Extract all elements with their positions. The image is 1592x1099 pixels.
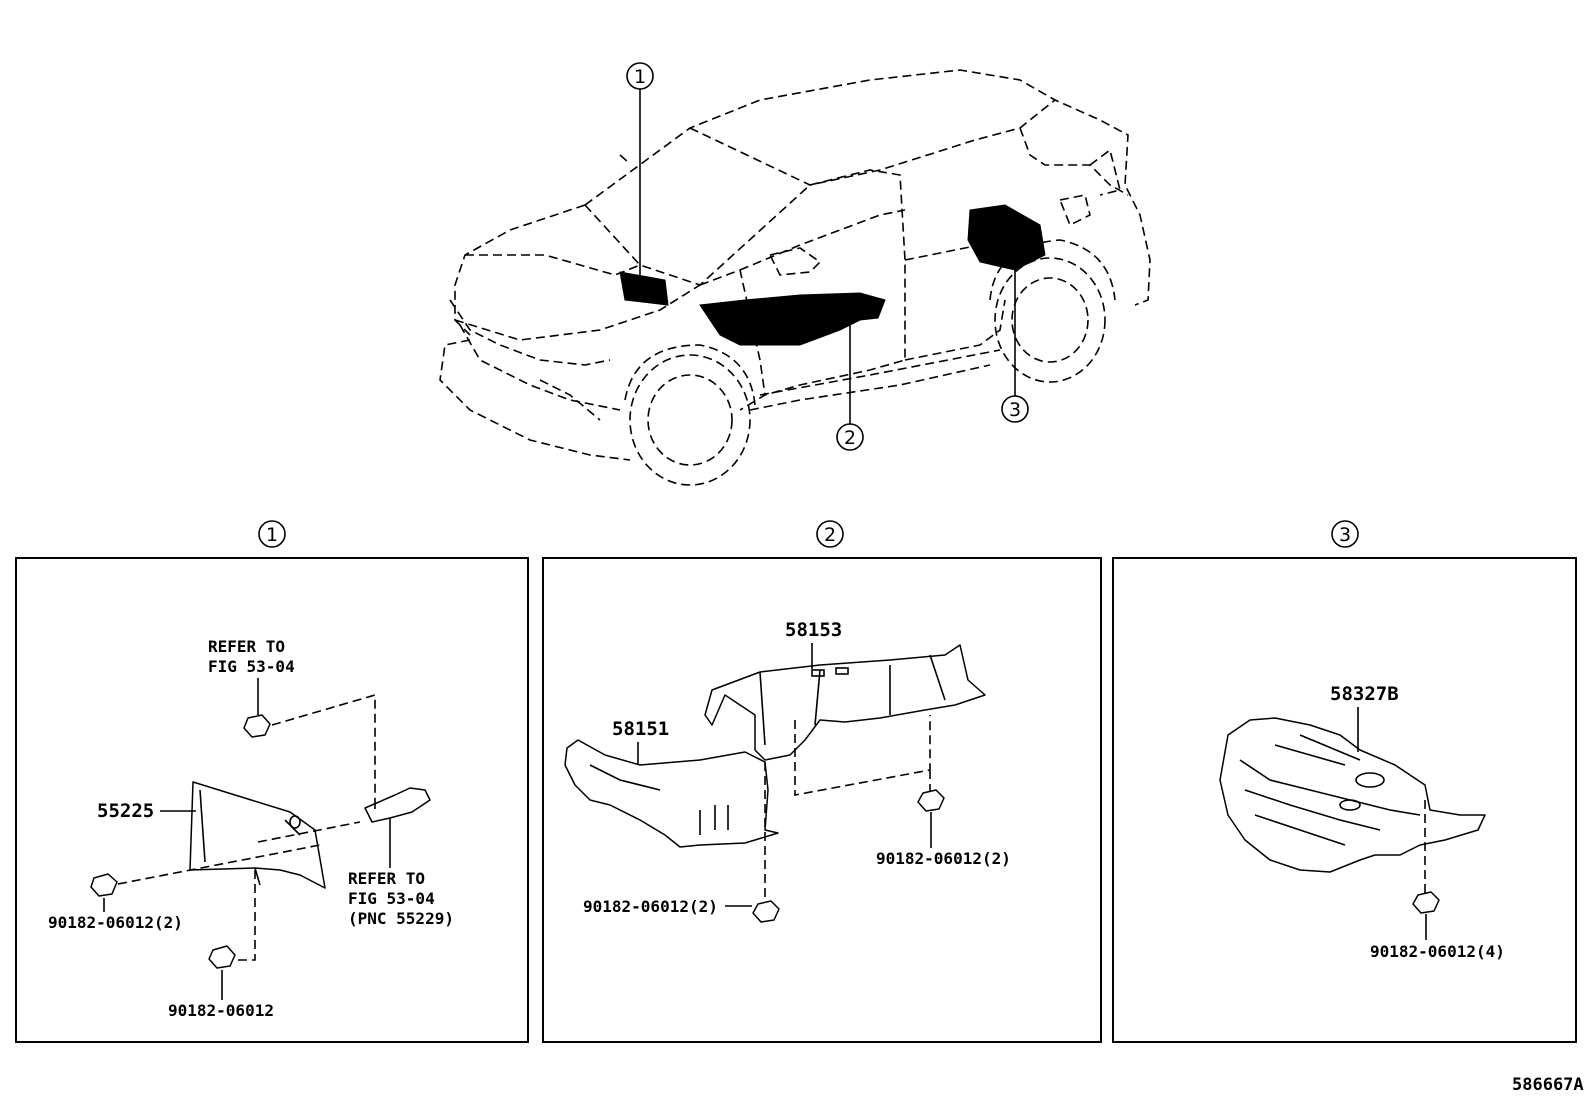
panel-1-fastener-bottom: 90182-06012 xyxy=(168,1001,274,1020)
vehicle-callout-2: 2 xyxy=(836,322,864,451)
clip-part xyxy=(90,873,118,897)
clip-part xyxy=(917,789,945,812)
svg-text:1: 1 xyxy=(634,66,646,88)
part-58153-label: 58153 xyxy=(785,619,842,641)
panel-2-fastener-left: 90182-06012(2) xyxy=(583,897,718,916)
retainer-part xyxy=(364,787,431,823)
part-58151-label: 58151 xyxy=(612,718,669,740)
vehicle-callout-3: 3 xyxy=(1001,237,1029,423)
panel-1-refer-right-line2: FIG 53-04 xyxy=(348,889,435,908)
part-55225-label: 55225 xyxy=(97,800,154,822)
insulator-58151 xyxy=(564,739,779,848)
vehicle-illustration xyxy=(439,69,1151,486)
panel-1-refer-right-line1: REFER TO xyxy=(348,869,425,888)
panel-1-refer-top-line2: FIG 53-04 xyxy=(208,657,295,676)
part-58327B-label: 58327B xyxy=(1330,683,1399,705)
panel-2-callout: 2 xyxy=(824,524,836,546)
panel-3: 3 58327B 90182-06012(4) xyxy=(1112,520,1577,1043)
panel-1-refer-top-line1: REFER TO xyxy=(208,637,285,656)
panel-2-fastener-right: 90182-06012(2) xyxy=(876,849,1011,868)
highlight-area-2 xyxy=(699,292,886,346)
clip-part xyxy=(1412,891,1440,914)
svg-text:3: 3 xyxy=(1009,399,1021,421)
diagram-code: 586667A xyxy=(1512,1075,1584,1095)
panel-1-refer-right-line3: (PNC 55229) xyxy=(348,909,454,928)
insulator-58327B xyxy=(1219,717,1486,873)
panel-3-fastener: 90182-06012(4) xyxy=(1370,942,1505,961)
insulator-58153 xyxy=(704,644,986,761)
panel-1-fastener-left: 90182-06012(2) xyxy=(48,913,183,932)
panel-1: 1 REFER TO FIG 53-04 55225 REFER TO FIG … xyxy=(15,520,529,1043)
panel-2: 2 58153 58151 90182-06012(2) 90182-06012… xyxy=(542,520,1102,1043)
clip-part xyxy=(208,945,236,969)
clip-part xyxy=(243,714,271,738)
highlight-area-3 xyxy=(967,204,1046,271)
clip-part xyxy=(752,900,780,923)
svg-text:2: 2 xyxy=(844,427,856,449)
panel-1-callout: 1 xyxy=(266,524,278,546)
highlight-area-1 xyxy=(619,271,669,306)
vehicle-callout-1: 1 xyxy=(626,62,654,286)
panel-3-callout: 3 xyxy=(1339,524,1351,546)
bracket-55225 xyxy=(189,781,326,889)
